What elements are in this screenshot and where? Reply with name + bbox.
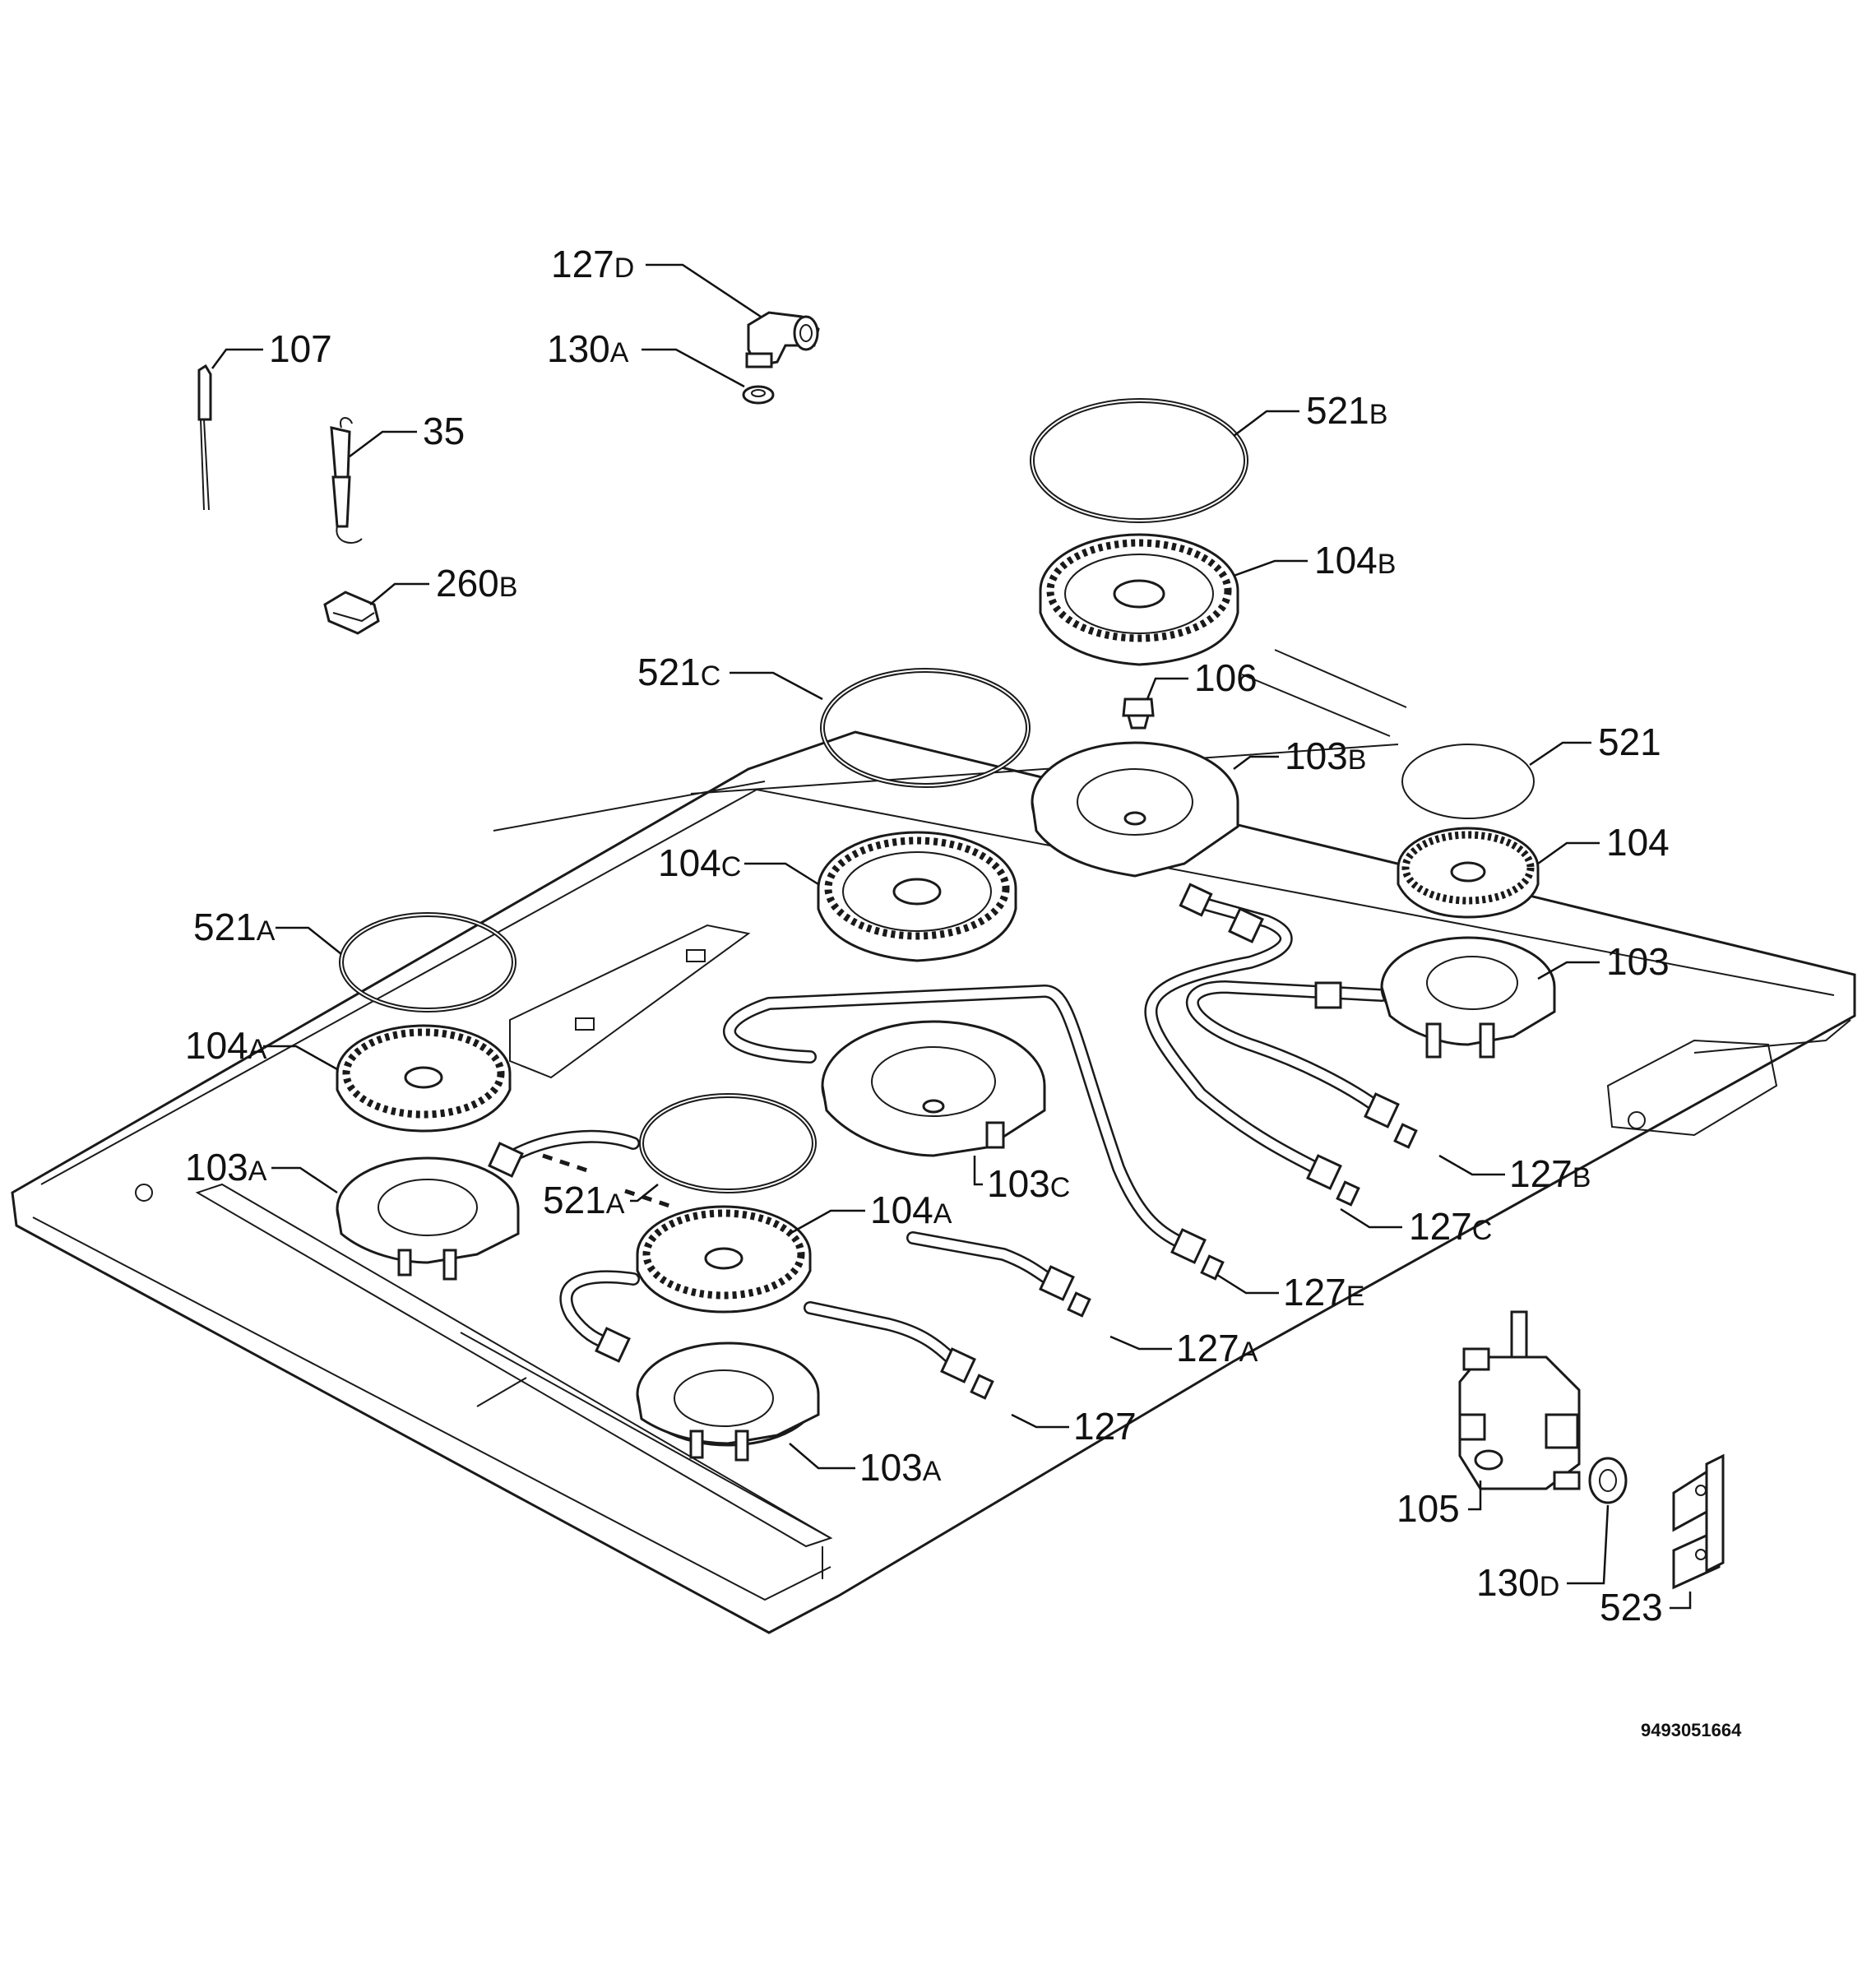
gas-tap-105 xyxy=(1458,1310,1581,1490)
label-521A-left: 521A xyxy=(193,906,276,948)
label-521B: 521B xyxy=(1306,389,1387,432)
leader-lines xyxy=(211,263,1692,1610)
label-127A: 127A xyxy=(1176,1327,1258,1369)
gasket-521b xyxy=(1030,398,1248,523)
label-521A-center: 521A xyxy=(543,1179,625,1221)
label-127B: 127B xyxy=(1509,1152,1591,1195)
gas-pipes xyxy=(488,883,1418,1400)
bracket-523 xyxy=(1672,1453,1725,1590)
label-127E: 127E xyxy=(1283,1271,1364,1314)
label-130A-top: 130A xyxy=(547,327,629,370)
burner-base-103a-left xyxy=(336,1156,520,1281)
gasket-521 xyxy=(1401,744,1535,819)
burner-base-103c xyxy=(821,1020,1046,1157)
burner-base-103b xyxy=(1031,741,1239,878)
label-35: 35 xyxy=(423,410,465,452)
label-130D: 130D xyxy=(1476,1561,1559,1604)
label-104B: 104B xyxy=(1314,539,1396,582)
burner-crown-104a-left xyxy=(336,1024,512,1133)
hob-base-plate xyxy=(11,649,1856,1634)
clip-260b xyxy=(323,591,380,635)
burner-crown-104 xyxy=(1397,827,1540,919)
part-labels: 127D 107 130A 35 260B 521B 104B 521C 106… xyxy=(185,243,1670,1629)
label-523: 523 xyxy=(1600,1586,1663,1629)
label-105: 105 xyxy=(1397,1487,1460,1530)
label-103B: 103B xyxy=(1285,734,1366,777)
label-103A-left: 103A xyxy=(185,1146,267,1189)
label-127D: 127D xyxy=(551,243,634,285)
label-104A-center: 104A xyxy=(870,1189,952,1231)
label-521: 521 xyxy=(1598,721,1661,763)
label-106: 106 xyxy=(1194,656,1258,699)
ignition-electrode-35 xyxy=(330,417,363,544)
label-104A-left: 104A xyxy=(185,1024,267,1067)
elbow-fitting-127d xyxy=(745,311,820,368)
label-127C: 127C xyxy=(1409,1205,1492,1248)
burner-base-103a-center xyxy=(636,1341,820,1462)
gasket-521a-left xyxy=(339,912,516,1012)
label-103A-center: 103A xyxy=(859,1446,942,1489)
label-104C: 104C xyxy=(658,841,741,884)
gasket-521c xyxy=(820,668,1031,788)
burner-crown-104b xyxy=(1039,533,1239,666)
burner-base-103 xyxy=(1380,936,1556,1059)
injector-106 xyxy=(1122,697,1155,730)
burner-crown-104c xyxy=(817,831,1017,962)
label-521C: 521C xyxy=(637,651,720,693)
label-103C: 103C xyxy=(987,1162,1070,1205)
drawing-code: 9493051664 xyxy=(1641,1720,1742,1740)
thermocouple-107 xyxy=(197,364,212,511)
label-103: 103 xyxy=(1606,940,1670,983)
washer-130d xyxy=(1588,1457,1628,1504)
label-127: 127 xyxy=(1073,1405,1137,1448)
burner-crown-104a-center xyxy=(636,1205,812,1314)
label-104: 104 xyxy=(1606,821,1670,864)
washer-130a xyxy=(742,385,775,405)
gasket-521a-center xyxy=(639,1093,817,1193)
label-107: 107 xyxy=(269,327,332,370)
label-260B: 260B xyxy=(436,562,517,605)
